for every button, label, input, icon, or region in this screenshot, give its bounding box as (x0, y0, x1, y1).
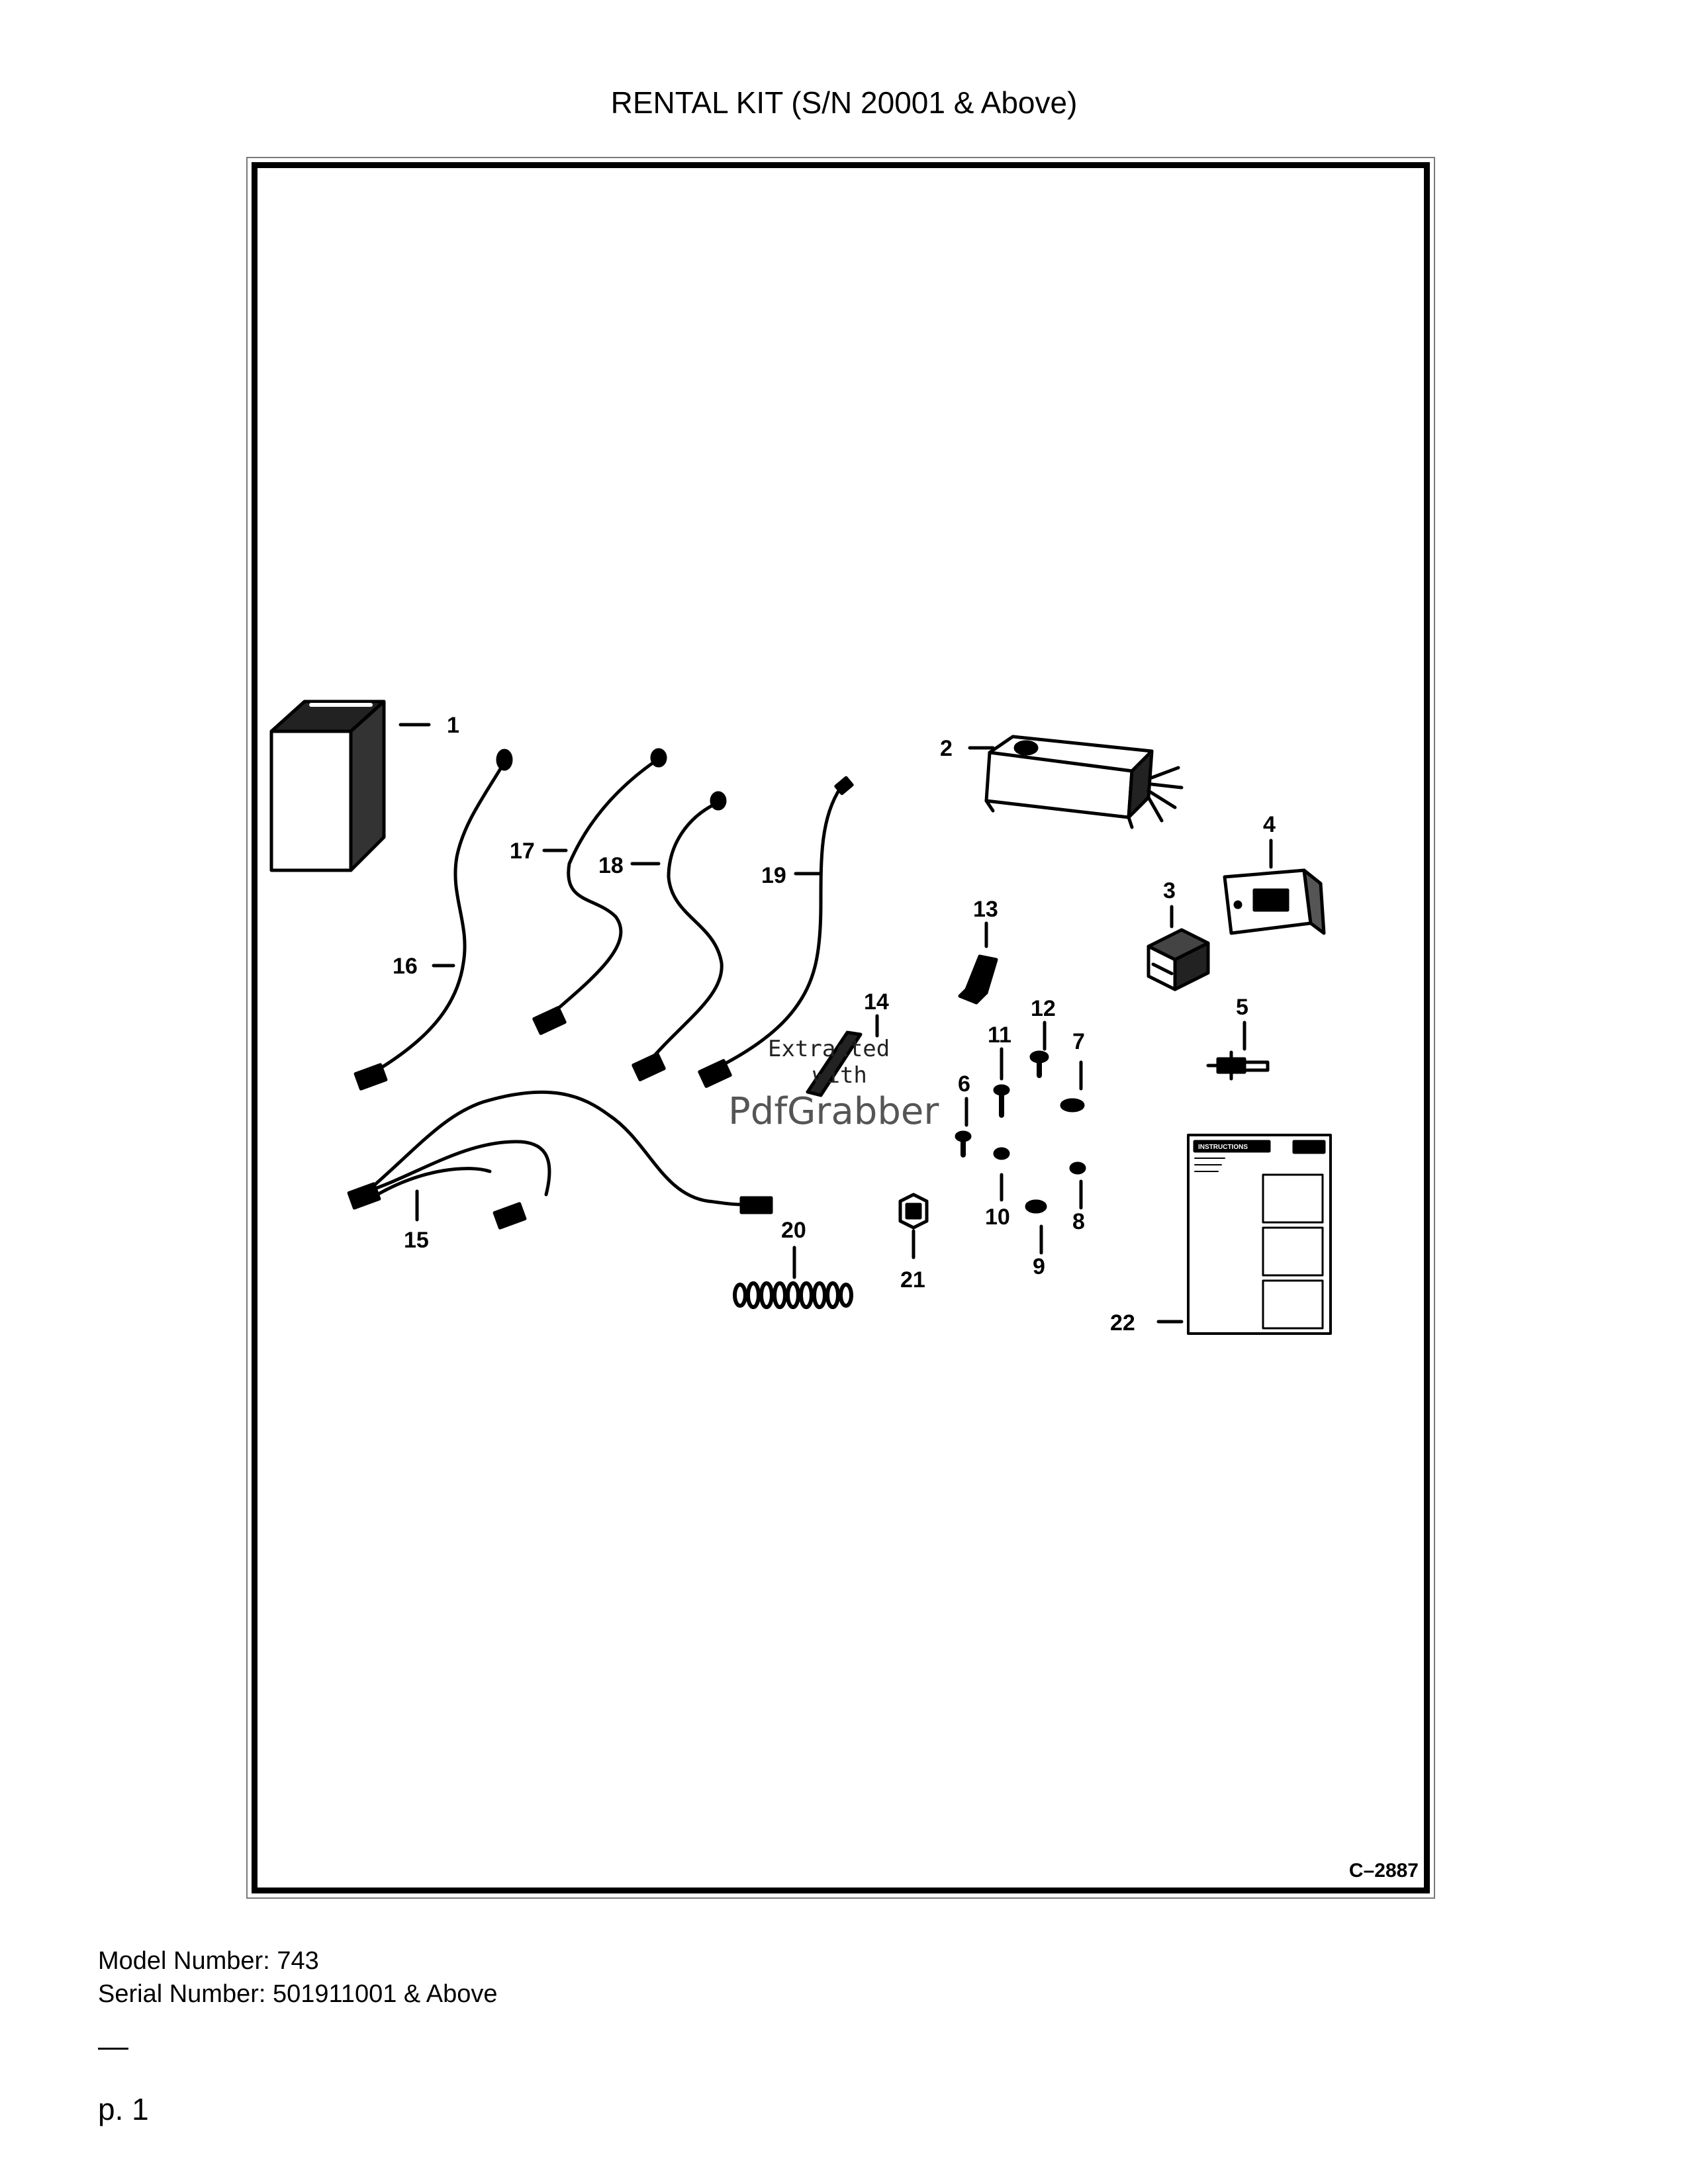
page-number: p. 1 (98, 2092, 149, 2126)
part-5-switch (1206, 1050, 1270, 1081)
serial-number: Serial Number: 501911001 & Above (98, 1980, 498, 2008)
part-14-strap (806, 1030, 863, 1097)
watermark-line2: with (813, 1062, 867, 1089)
part-1-box (269, 700, 386, 872)
part-3-connector (1147, 928, 1210, 991)
parts-diagram: 1 2 3 4 5 6 7 8 9 10 11 12 13 14 15 16 1… (269, 700, 1332, 1336)
callout-8: 8 (1072, 1209, 1085, 1234)
page-divider (98, 2048, 128, 2050)
part-21-fitting (898, 1193, 929, 1230)
harness-19 (698, 776, 854, 1088)
callout-12: 12 (1031, 996, 1056, 1021)
callout-17: 17 (510, 839, 535, 864)
part-8-nut (1069, 1161, 1086, 1175)
watermark: Extracted with PdfGrabber (728, 1036, 953, 1142)
callout-15: 15 (404, 1228, 429, 1253)
figure-frame-outer (246, 157, 1435, 1899)
figure-frame (252, 162, 1430, 1893)
part-11-bolt (993, 1084, 1010, 1118)
part-9-washer (1025, 1199, 1047, 1214)
callout-5: 5 (1236, 995, 1248, 1020)
callout-6: 6 (958, 1071, 970, 1097)
part-22-instruction-sheet (1187, 1134, 1332, 1335)
harness-15 (347, 1090, 773, 1230)
callout-1: 1 (447, 713, 459, 738)
watermark-brand: PdfGrabber (728, 1090, 939, 1133)
callout-9: 9 (1033, 1254, 1045, 1279)
callout-21: 21 (900, 1267, 925, 1293)
instruction-sheet-heading: INSTRUCTIONS (1198, 1144, 1248, 1151)
callout-11: 11 (988, 1023, 1011, 1048)
callout-16: 16 (393, 954, 418, 979)
part-12-bolt (1029, 1050, 1049, 1078)
callout-22: 22 (1110, 1310, 1135, 1336)
part-10-nut (993, 1147, 1010, 1160)
part-20-coil (733, 1281, 853, 1309)
callout-19: 19 (761, 863, 786, 888)
callout-2: 2 (940, 736, 953, 761)
callout-20: 20 (781, 1218, 806, 1243)
callout-18: 18 (598, 853, 624, 878)
part-13-boot (958, 954, 998, 1005)
document-info: Model Number: 743 Serial Number: 5019110… (98, 1944, 497, 2011)
callout-10: 10 (985, 1205, 1010, 1230)
page-title: RENTAL KIT (S/N 20001 & Above) (610, 85, 1078, 120)
figure-code: C–2887 (1348, 1860, 1419, 1882)
callout-7: 7 (1072, 1029, 1085, 1054)
callout-14: 14 (864, 989, 889, 1015)
harness-17 (532, 748, 667, 1035)
part-2-module (984, 735, 1184, 829)
callout-13: 13 (973, 897, 998, 922)
model-number: Model Number: 743 (98, 1947, 319, 1975)
callout-4: 4 (1263, 812, 1276, 837)
harness-16 (353, 749, 513, 1091)
harness-18 (632, 791, 727, 1081)
callout-3: 3 (1163, 878, 1176, 903)
part-7-washer (1060, 1098, 1085, 1113)
watermark-line1: Extracted (768, 1036, 890, 1062)
part-4-bracket (1223, 868, 1326, 935)
part-6-bolt (955, 1130, 972, 1158)
